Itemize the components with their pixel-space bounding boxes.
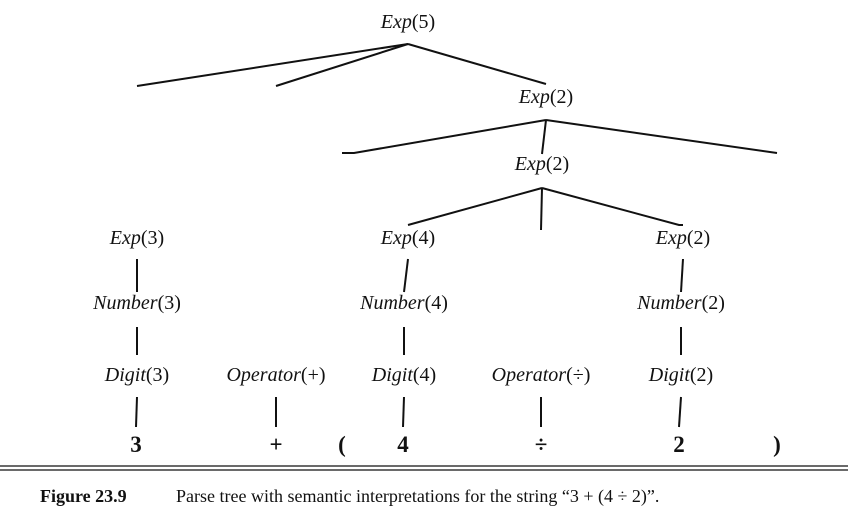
node-category: Digit bbox=[648, 364, 691, 386]
node-category: Operator bbox=[492, 364, 567, 386]
node-category: Exp bbox=[655, 227, 687, 249]
tree-node-op-plus: Operator(+) bbox=[226, 364, 325, 386]
node-category: Exp bbox=[380, 11, 412, 33]
figure-number: Figure 23.9 bbox=[40, 486, 127, 506]
node-value: (2) bbox=[690, 364, 713, 386]
tree-node-number4: Number(4) bbox=[359, 292, 448, 314]
node-category: Exp bbox=[518, 86, 550, 108]
tree-edge bbox=[545, 119, 778, 154]
node-value: (4) bbox=[413, 364, 436, 386]
node-value: (3) bbox=[141, 227, 164, 249]
figure-caption: Figure 23.9 Parse tree with semantic int… bbox=[40, 486, 659, 507]
tree-edges bbox=[135, 43, 778, 428]
tree-node-number2: Number(2) bbox=[636, 292, 725, 314]
node-category: Exp bbox=[109, 227, 141, 249]
tree-edge bbox=[136, 43, 409, 87]
node-value: (2) bbox=[550, 86, 573, 108]
tree-node-exp2-right: Exp(2) bbox=[655, 227, 710, 249]
tree-leaf-divide: ÷ bbox=[535, 432, 548, 457]
tree-leaf-lparen: ( bbox=[338, 432, 346, 457]
tree-edge bbox=[407, 187, 543, 226]
node-category: Operator bbox=[226, 364, 301, 386]
node-value: (2) bbox=[702, 292, 725, 314]
tree-edge bbox=[135, 396, 138, 428]
tree-edge bbox=[540, 187, 543, 231]
node-value: (3) bbox=[146, 364, 169, 386]
node-value: (3) bbox=[158, 292, 181, 314]
tree-node-exp4: Exp(4) bbox=[380, 227, 435, 249]
tree-edge bbox=[275, 43, 409, 87]
tree-edge bbox=[680, 258, 684, 293]
tree-nodes: Exp(5)Exp(3)Number(3)Digit(3)Operator(+)… bbox=[92, 11, 725, 386]
node-value: (+) bbox=[301, 364, 326, 386]
node-category: Number bbox=[636, 292, 702, 314]
tree-edge bbox=[541, 187, 683, 226]
node-category: Exp bbox=[514, 153, 546, 175]
figure-caption-text: Parse tree with semantic interpretations… bbox=[176, 486, 659, 507]
tree-edge bbox=[678, 396, 682, 428]
node-value: (5) bbox=[412, 11, 435, 33]
tree-leaf-4: 4 bbox=[397, 432, 409, 457]
tree-edge bbox=[407, 43, 547, 85]
tree-node-digit4: Digit(4) bbox=[371, 364, 436, 386]
node-value: (÷) bbox=[566, 364, 590, 386]
tree-edge bbox=[402, 396, 405, 428]
tree-edge bbox=[541, 119, 547, 155]
tree-node-exp3: Exp(3) bbox=[109, 227, 164, 249]
tree-node-number3: Number(3) bbox=[92, 292, 181, 314]
node-category: Digit bbox=[371, 364, 414, 386]
tree-edge bbox=[342, 119, 547, 154]
tree-node-digit3: Digit(3) bbox=[104, 364, 169, 386]
tree-leaf-rparen: ) bbox=[773, 432, 781, 457]
node-category: Exp bbox=[380, 227, 412, 249]
tree-leaf-3: 3 bbox=[130, 432, 142, 457]
node-value: (2) bbox=[546, 153, 569, 175]
node-category: Digit bbox=[104, 364, 147, 386]
tree-leaf-plus: + bbox=[269, 432, 282, 457]
tree-node-root: Exp(5) bbox=[380, 11, 435, 33]
tree-edge bbox=[403, 258, 409, 293]
node-category: Number bbox=[92, 292, 158, 314]
node-value: (4) bbox=[412, 227, 435, 249]
tree-node-exp2-outer: Exp(2) bbox=[518, 86, 573, 108]
node-category: Number bbox=[359, 292, 425, 314]
tree-node-op-divide: Operator(÷) bbox=[492, 364, 591, 386]
tree-leaf-2: 2 bbox=[673, 432, 685, 457]
tree-node-exp2-inner: Exp(2) bbox=[514, 153, 569, 175]
node-value: (2) bbox=[687, 227, 710, 249]
tree-leaves: 3 + (4 ÷ 2) bbox=[130, 432, 781, 457]
node-value: (4) bbox=[425, 292, 448, 314]
tree-node-digit2: Digit(2) bbox=[648, 364, 713, 386]
